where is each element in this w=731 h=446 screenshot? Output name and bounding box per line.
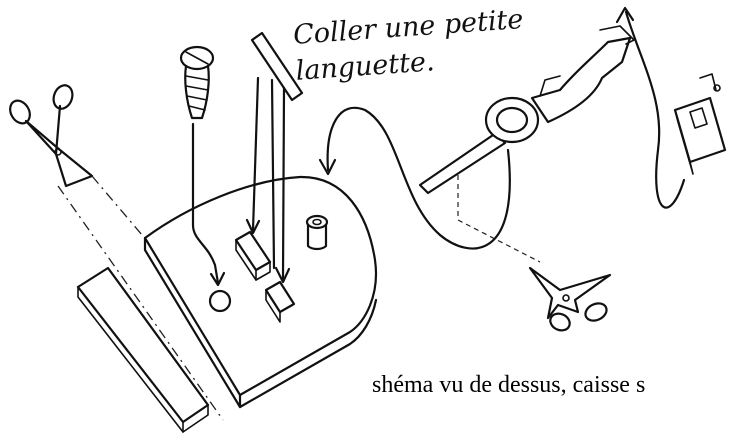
scissors-icon <box>9 84 94 188</box>
guide-line <box>457 219 541 263</box>
hole <box>208 289 232 313</box>
scissors-icon <box>528 266 612 332</box>
arrow <box>251 76 260 232</box>
arrow-head <box>245 218 261 235</box>
arrow <box>270 78 286 280</box>
arrow-head <box>318 158 337 176</box>
diagram-caption: shéma vu de dessus, caisse s <box>372 372 646 398</box>
block <box>234 230 272 281</box>
tab-strip-icon <box>250 31 304 102</box>
block <box>264 280 296 323</box>
arrow <box>191 122 220 285</box>
screw-icon <box>179 45 215 120</box>
pickup-arm-icon <box>418 25 635 195</box>
arrow-head <box>615 6 635 24</box>
arrow <box>326 106 511 250</box>
wood-strip <box>76 266 210 433</box>
guide-line <box>57 185 224 421</box>
arrow-head <box>209 271 226 287</box>
arrow-head <box>274 266 291 284</box>
arrow <box>624 10 686 209</box>
cartridge-icon <box>673 73 727 175</box>
post <box>305 214 329 251</box>
